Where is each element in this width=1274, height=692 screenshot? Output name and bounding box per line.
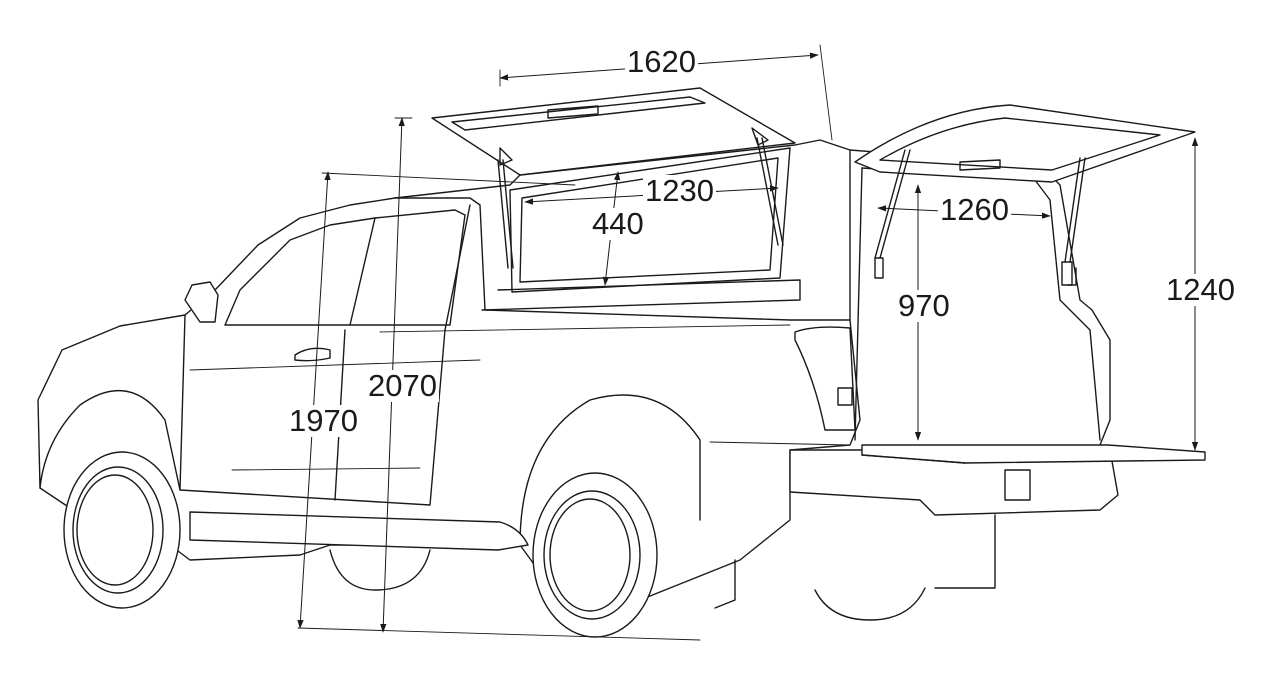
dim-label-rear-opening-height: 970 (896, 288, 952, 323)
front-wheel (63, 451, 181, 609)
dim-label-overall-height-with-canopy: 2070 (366, 368, 439, 403)
dim-label-side-window-width: 1230 (643, 173, 716, 208)
dim-label-canopy-height-over-tailgate: 1240 (1164, 272, 1237, 307)
ground-reference-lines (297, 172, 701, 641)
dim-label-overall-height: 1970 (287, 403, 360, 438)
canopy-rear-hatch (854, 104, 1196, 263)
dim-label-side-window-height: 440 (590, 206, 646, 241)
front-wheel-far (329, 549, 431, 591)
dim-label-rear-opening-width: 1260 (938, 192, 1011, 227)
rear-wheel-far (814, 587, 926, 621)
dim-label-canopy-length: 1620 (625, 44, 698, 79)
canopy-side-window-lid (431, 87, 796, 269)
tailgate-lowered (861, 444, 1206, 464)
rear-wheel (532, 472, 658, 638)
dim-line-overall-height (297, 171, 331, 629)
canopy-side-window (481, 147, 801, 311)
